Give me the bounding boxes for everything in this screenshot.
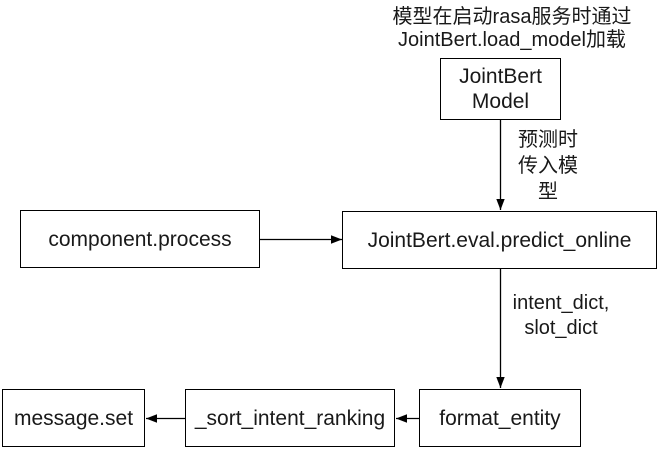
node-predict-online: JointBert.eval.predict_online: [342, 211, 657, 269]
edge-label-predict-input: 预测时 传入模 型: [518, 129, 578, 203]
node-sort-intent-ranking: _sort_intent_ranking: [185, 389, 395, 447]
node-component-process: component.process: [20, 210, 260, 268]
node-jointbert-model: JointBert Model: [440, 58, 561, 120]
node-format-entity: format_entity: [419, 389, 581, 447]
annotation-load-model: 模型在启动rasa服务时通过 JointBert.load_model加载: [392, 6, 632, 51]
node-message-set: message.set: [2, 389, 145, 447]
edge-label-dicts: intent_dict, slot_dict: [512, 292, 610, 339]
